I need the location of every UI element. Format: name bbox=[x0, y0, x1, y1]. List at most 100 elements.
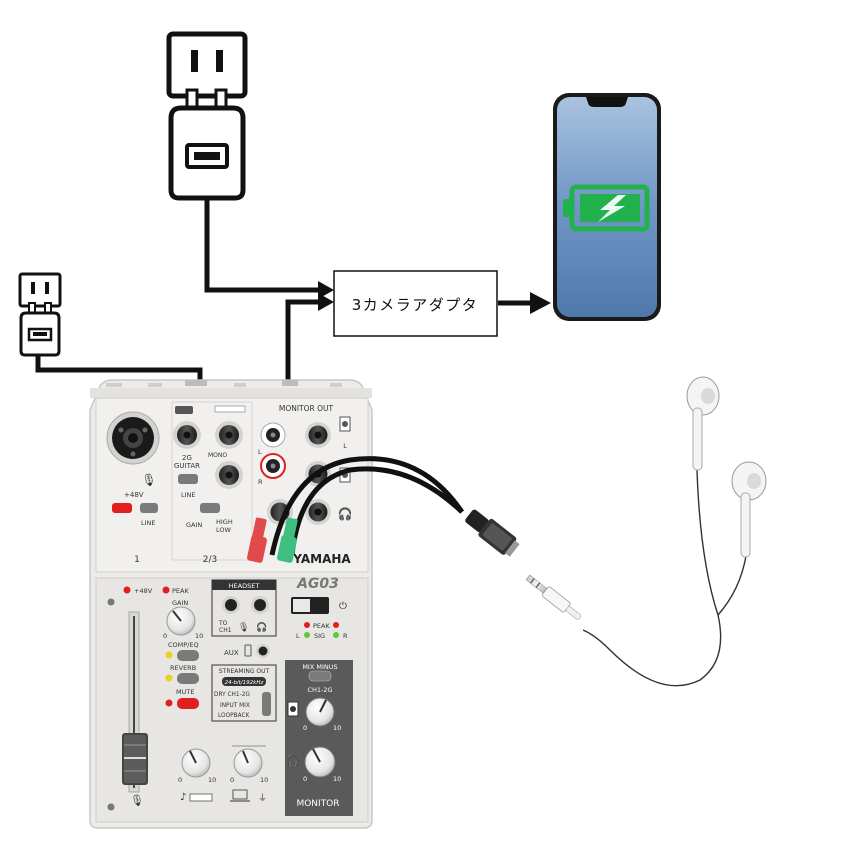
guitar-level-knob[interactable] bbox=[181, 748, 211, 778]
headset-phones-icon: 🎧 bbox=[256, 621, 267, 633]
rca-l-jack[interactable] bbox=[260, 422, 286, 448]
phantom-switch[interactable] bbox=[112, 503, 132, 513]
brand-logo: YAMAHA bbox=[292, 552, 351, 566]
mix-minus-label: MIX MINUS bbox=[302, 663, 337, 671]
bitrate-label: 24-bit/192kHz bbox=[225, 680, 264, 686]
headphone-out-icon: 🎧 bbox=[338, 507, 353, 521]
usb-charger-large-icon bbox=[168, 88, 246, 201]
phantom-label: +48V bbox=[124, 491, 144, 499]
wire-mixer-to-adapter bbox=[285, 293, 334, 382]
phantom-led bbox=[123, 586, 131, 594]
loopback-label: LOOPBACK bbox=[218, 713, 250, 719]
red-mic-plug bbox=[247, 517, 267, 563]
guitar-jack[interactable] bbox=[173, 421, 201, 449]
ch1-2g-knob[interactable] bbox=[305, 697, 335, 727]
battery-charging-icon bbox=[563, 184, 650, 232]
monitor-l-label: L bbox=[343, 442, 347, 450]
headset-phones-jack[interactable] bbox=[251, 596, 269, 614]
gain-switch[interactable] bbox=[200, 503, 220, 513]
ch1-2g-max: 10 bbox=[333, 724, 341, 732]
phantom-led-label: +48V bbox=[134, 587, 153, 595]
headset-label: HEADSET bbox=[229, 582, 260, 590]
monitor-knob[interactable] bbox=[304, 746, 336, 778]
mute-led bbox=[165, 699, 173, 707]
monitor-label: MONITOR bbox=[296, 799, 339, 809]
guitar-icon: ♪ bbox=[180, 792, 186, 803]
monitor-l-jack[interactable] bbox=[305, 422, 331, 448]
aux-device-icon bbox=[244, 644, 252, 657]
peak-label: PEAK bbox=[313, 622, 330, 630]
guitar-line-switch[interactable] bbox=[178, 474, 198, 484]
gain-knob[interactable] bbox=[166, 606, 196, 636]
reverb-label: REVERB bbox=[170, 664, 196, 672]
gain-switch-label: GAIN bbox=[186, 521, 202, 529]
fader-knob[interactable] bbox=[122, 733, 148, 785]
xlr-combo-jack[interactable] bbox=[106, 411, 160, 465]
guitar-label-2g: 2G bbox=[182, 454, 192, 462]
peak-led-ch1 bbox=[162, 586, 170, 594]
guitar-level-min: 0 bbox=[178, 776, 182, 784]
aux-label: AUX bbox=[224, 649, 239, 657]
line-l-jack[interactable] bbox=[215, 421, 243, 449]
power-icon: ⏻ bbox=[339, 601, 347, 612]
wall-outlet-large-icon bbox=[166, 31, 248, 99]
to-ch1-label-1: TO bbox=[218, 620, 228, 627]
fader-mic-icon: 🎙 bbox=[130, 794, 144, 807]
ch1-2g-min: 0 bbox=[303, 724, 307, 732]
line-r-jack[interactable] bbox=[215, 461, 243, 489]
ch23-number: 2/3 bbox=[203, 555, 217, 565]
phones-out-jack-2[interactable] bbox=[305, 499, 331, 525]
wire-small-charger-to-mixer bbox=[35, 352, 203, 382]
pc-level-min: 0 bbox=[230, 776, 234, 784]
streaming-out-label: STREAMING OUT bbox=[219, 668, 270, 675]
green-phones-plug bbox=[277, 517, 298, 563]
mono-label: MONO bbox=[208, 452, 227, 459]
mute-label: MUTE bbox=[176, 688, 194, 696]
aux-jack[interactable] bbox=[256, 644, 270, 658]
ch1-2g-label: CH1-2G bbox=[307, 686, 332, 694]
monitor-max: 10 bbox=[333, 775, 341, 783]
peak-led-l bbox=[304, 622, 310, 628]
sig-led-l bbox=[304, 632, 310, 638]
pc-level-max: 10 bbox=[260, 776, 268, 784]
guitar-level-max: 10 bbox=[208, 776, 216, 784]
gain-high-label: HIGH bbox=[216, 518, 233, 526]
earphones-icon bbox=[525, 376, 767, 687]
dry-label: DRY CH1-2G bbox=[214, 692, 250, 698]
ch1-line-label: LINE bbox=[141, 519, 156, 527]
ch23-line-label: LINE bbox=[181, 491, 196, 499]
gain-knob-label: GAIN bbox=[172, 599, 188, 607]
to-ch1-label-2: CH1 bbox=[219, 627, 232, 634]
headset-mic-jack[interactable] bbox=[222, 596, 240, 614]
model-logo: AG03 bbox=[296, 576, 339, 592]
led-r-label: R bbox=[343, 632, 348, 640]
monitor-min: 0 bbox=[303, 775, 307, 783]
rca-r-label: R bbox=[258, 478, 263, 486]
audio-mixer: 🎙 +48V LINE 1 2G GUITAR MONO LINE bbox=[89, 379, 373, 829]
keyboard-icon bbox=[189, 793, 213, 802]
pc-level-knob[interactable] bbox=[233, 748, 263, 778]
gain-knob-min: 0 bbox=[163, 632, 167, 640]
guitar-label: GUITAR bbox=[174, 462, 200, 470]
sig-led-r bbox=[333, 632, 339, 638]
mix-minus-button[interactable] bbox=[308, 670, 332, 682]
smartphone-icon bbox=[553, 93, 661, 321]
reverb-led bbox=[165, 674, 173, 682]
wire-big-charger-to-adapter bbox=[204, 195, 334, 299]
mic-icon: 🎙 bbox=[141, 473, 156, 487]
reverb-button[interactable] bbox=[177, 673, 199, 684]
wire-adapter-to-phone bbox=[498, 292, 551, 314]
led-l-label: L bbox=[296, 632, 300, 640]
streaming-mode-switch[interactable] bbox=[262, 692, 271, 716]
comp-eq-button[interactable] bbox=[177, 650, 199, 661]
ch1-line-switch[interactable] bbox=[140, 503, 158, 513]
headset-mic-icon: 🎙 bbox=[238, 622, 249, 633]
mute-button[interactable] bbox=[177, 698, 199, 709]
usb-icon: ⏚ bbox=[258, 793, 267, 804]
sig-label: SIG bbox=[314, 632, 325, 640]
rca-r-jack[interactable] bbox=[260, 453, 286, 479]
peak-led-r bbox=[333, 622, 339, 628]
comp-eq-led bbox=[165, 651, 173, 659]
peak-led-ch1-label: PEAK bbox=[172, 587, 189, 595]
